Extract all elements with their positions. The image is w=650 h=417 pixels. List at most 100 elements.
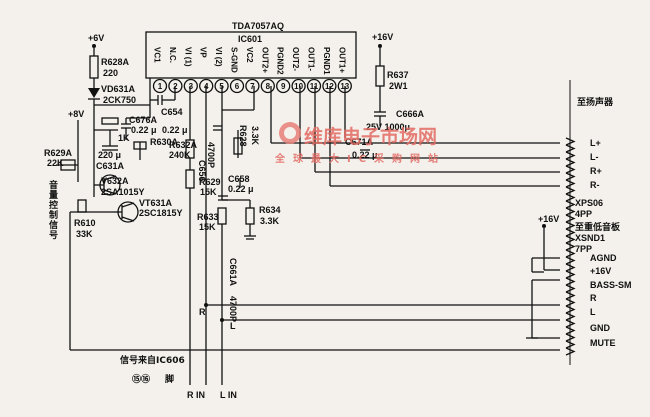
ic-pin-name-13: OUT1+	[337, 47, 346, 73]
ic-pin-name-9: PGND2	[276, 47, 285, 75]
ic-pin-7	[245, 78, 260, 94]
vt631a-value: 2SC1815Y	[139, 208, 183, 218]
r628a-ref: R628A	[101, 57, 130, 67]
vt631a-ref: VT631A	[139, 198, 173, 208]
r610-resistor	[77, 199, 87, 213]
r634-resistor	[245, 207, 255, 225]
r629-ref: R629	[199, 177, 221, 187]
r-1k-resistor	[101, 117, 119, 125]
r-bus-label: R	[199, 307, 206, 317]
xsnd1-pin-7: MUTE	[590, 338, 616, 348]
watermark: 维库电子市场网 全球最大IC采购网站	[274, 122, 446, 165]
ic-pin-6	[229, 78, 245, 94]
ic-pin-8	[260, 78, 275, 94]
ic-pin-3	[183, 78, 198, 94]
speaker-lines	[270, 86, 560, 187]
vd631a-diode	[88, 88, 100, 98]
c661a-ref: C661A	[228, 258, 238, 287]
l-in-label: L IN	[220, 390, 237, 400]
r637-value: 2W1	[389, 81, 408, 91]
r633-ref: R633	[197, 212, 219, 222]
c661a-value: 4700P	[228, 296, 238, 322]
watermark-brand: 维库电子市场网	[304, 125, 437, 148]
c676a-ref: C676A	[129, 115, 158, 125]
signal-source-pins: ⑮⑯	[132, 373, 150, 385]
supply-16v-label: +16V	[372, 32, 393, 42]
r633-value: 15K	[199, 222, 216, 232]
xps06-connector: 至扬声器 L+L-R+R- XPS06 4PP	[575, 96, 614, 219]
xsnd1-pin-4: R	[590, 293, 597, 303]
r628-resistor	[233, 137, 243, 155]
ic-pin-name-5: VI (2)	[214, 47, 223, 67]
volume-control-label: 音量控制信号	[47, 179, 58, 240]
c671a-value: 0.22 μ	[352, 150, 378, 160]
bass-title: 至重低音板	[575, 221, 621, 233]
supply-8v-label: +8V	[68, 109, 84, 119]
ic-pin-number-9: 9	[281, 82, 286, 91]
xps06-pin-labels: L+L-R+R-	[590, 138, 602, 190]
xps06-ref: XPS06	[575, 198, 603, 208]
r634-ref: R634	[259, 205, 281, 215]
c654-group: C654 C676A 0.22 μ 0.22 μ	[121, 86, 188, 140]
r628a-resistor	[89, 55, 99, 79]
xps06-pin-3: R+	[590, 166, 602, 176]
ic-pin-name-11: OUT1-	[307, 47, 316, 71]
ic-pin-name-2: N.C.	[168, 47, 177, 63]
r630a-ref: R630A	[150, 137, 179, 147]
r637-ref: R637	[387, 70, 409, 80]
xsnd1-ref: XSND1	[575, 233, 605, 243]
ic-pin-number-7: 7	[250, 82, 255, 91]
ic-pin-1	[152, 78, 168, 94]
supply-6v-label: +6V	[88, 33, 104, 43]
r628-c658-group: R628 3.3K C658 0.22 μ R633 15K R634 3.3K…	[197, 86, 281, 322]
speaker-title: 至扬声器	[577, 96, 614, 108]
r-in-label: R IN	[187, 390, 205, 400]
r632a-c656-group: R632A 240K R629 15K C656 4700P	[169, 86, 222, 225]
ic-pin-10	[291, 78, 306, 94]
supply-16v-bass-label: +16V	[538, 214, 559, 224]
supply-16v-group: +16V R637 2W1 C666A 25V 1000μ C671A 0.22…	[345, 32, 425, 160]
ic-body	[145, 31, 357, 79]
r630a-resistor	[133, 141, 147, 150]
ic-pin-name-8: OUT2+	[260, 47, 269, 73]
r-1k-value: 1K	[118, 133, 130, 143]
xsnd1-pin-6: GND	[590, 323, 611, 333]
c656-ref: C656	[197, 160, 207, 182]
r634-value: 3.3K	[260, 216, 280, 226]
r629-value: 15K	[200, 187, 217, 197]
xsnd1-pin-3: BASS-SM	[590, 280, 632, 290]
v632a-area: +8V 1K 220 μ C631A R630A R629A 22K V632A…	[44, 109, 183, 240]
ic-pin-name-1: VC1	[153, 47, 162, 63]
xsnd1-pin-5: L	[590, 307, 596, 317]
r632a-ref: R632A	[169, 140, 198, 150]
r633-resistor	[217, 207, 227, 225]
r628-ref: R628	[238, 125, 248, 147]
xps06-pins: 4PP	[575, 209, 592, 219]
xps06-pin-2: L-	[590, 152, 599, 162]
c658-value: 0.22 μ	[228, 184, 254, 194]
xsnd1-connector: 至重低音板 XSND1 7PP AGND+16VBASS-SMRLGNDMUTE…	[526, 214, 632, 348]
ic-pin-number-2: 2	[173, 82, 178, 91]
ic-pin-number-10: 10	[294, 82, 303, 91]
c656-value: 4700P	[206, 142, 216, 168]
r629a-value: 22K	[47, 158, 64, 168]
signal-source-label: 信号来自IC606	[120, 354, 185, 366]
r610-value: 33K	[76, 229, 93, 239]
input-lines: R IN L IN R L	[187, 86, 560, 400]
c631a-value: 220 μ	[98, 150, 121, 160]
xps06-pin-4: R-	[590, 180, 600, 190]
ic-pin-name-10: OUT2-	[291, 47, 300, 71]
watermark-tagline: 全球最大IC采购网站	[274, 152, 446, 165]
r610-ref: R610	[74, 218, 96, 228]
ic-pin-name-12: PGND1	[322, 47, 331, 75]
xsnd1-pin-1: AGND	[590, 253, 617, 263]
r629-resistor	[185, 169, 195, 189]
r632a-value: 240K	[169, 150, 191, 160]
ic-pin-number-6: 6	[235, 82, 240, 91]
ic-ref: IC601	[238, 34, 262, 44]
ic-pin-name-3: VI (1)	[183, 47, 192, 67]
ic-pin-number-11: 11	[310, 82, 319, 91]
